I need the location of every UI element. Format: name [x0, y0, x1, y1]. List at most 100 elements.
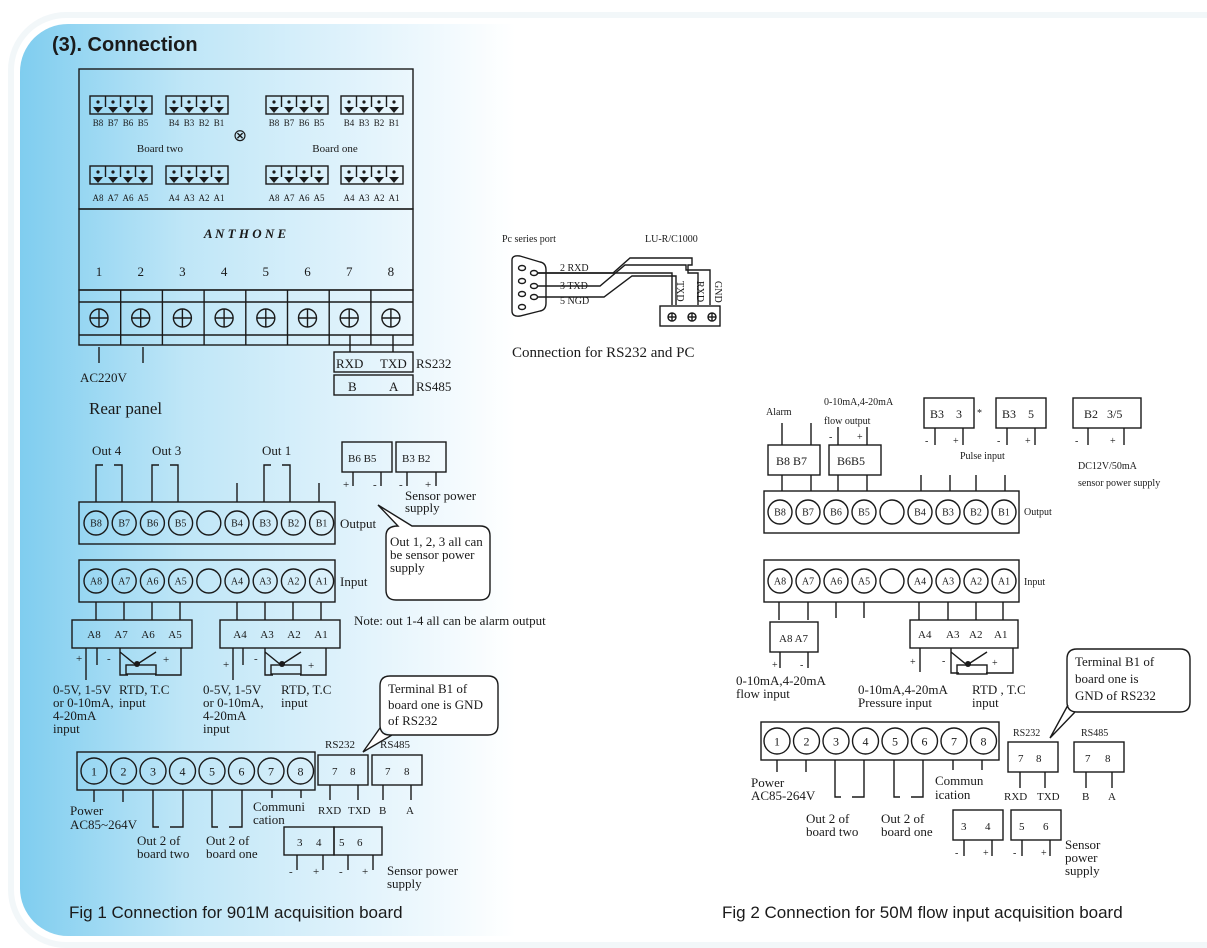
- terminal-A1: A1: [308, 568, 335, 594]
- pin: 8: [1105, 753, 1111, 765]
- terminal-label: A5: [314, 193, 325, 203]
- terminal-label: A6: [146, 577, 158, 588]
- terminal-label: A1: [315, 577, 327, 588]
- terminal-label: B3: [184, 118, 195, 128]
- power-label: AC85~264V: [70, 817, 138, 832]
- sign: -: [289, 866, 293, 878]
- background-panel: [8, 12, 1207, 948]
- terminal-blank: [196, 510, 222, 536]
- analog-label: input: [53, 721, 80, 736]
- device-label: LU-R/C1000: [645, 234, 698, 245]
- wire-txd: 3 TXD: [560, 281, 588, 292]
- terminal-label: A4: [344, 193, 355, 203]
- sign: -: [373, 479, 377, 491]
- out2-two-label: Out 2 of: [806, 811, 850, 826]
- terminal-number: 4: [221, 264, 228, 279]
- sensor-box-b6b5-label: B6 B5: [348, 453, 377, 465]
- rtd-symbol-left: +-+: [76, 648, 182, 680]
- terminal-6: 6: [227, 757, 256, 785]
- terminal-8: 8: [969, 727, 998, 755]
- terminal-label: A2: [374, 193, 385, 203]
- pin: 5: [1019, 821, 1025, 833]
- sign: -: [800, 660, 803, 671]
- db9-pin: [517, 290, 527, 298]
- alarm-note: Note: out 1-4 all can be alarm output: [354, 613, 546, 628]
- terminal-label: A7: [108, 193, 119, 203]
- pin: A1: [994, 629, 1007, 641]
- callout1-line3: supply: [390, 560, 425, 575]
- sign: -: [955, 848, 958, 859]
- pin: 8: [350, 766, 356, 778]
- rs232-box: [333, 351, 414, 373]
- svg-text:+: +: [76, 653, 82, 665]
- alarm-label: Alarm: [766, 407, 792, 418]
- terminal-6: 6: [910, 727, 939, 755]
- db9-pin: [517, 264, 527, 272]
- analog-label: 4-20mA: [203, 708, 247, 723]
- callout-line: GND of RS232: [1075, 688, 1156, 703]
- callout1-line1: Out 1, 2, 3 all can: [390, 534, 483, 549]
- fig1-input-label: Input: [340, 574, 368, 589]
- supply-label: Sensor power: [387, 863, 459, 878]
- callout-terminal-b1: [362, 675, 499, 753]
- rtd-label: RTD, T.C: [119, 682, 169, 697]
- terminal-4: 4: [851, 727, 880, 755]
- pin: 7: [332, 766, 338, 778]
- out2-two-label: board two: [137, 846, 189, 861]
- power-label: AC85-264V: [751, 788, 816, 803]
- svg-text:+: +: [308, 660, 314, 672]
- a8a7-label: A8 A7: [779, 633, 809, 645]
- terminal-B8: B8: [767, 499, 793, 525]
- rtd-label: input: [972, 695, 999, 710]
- terminal-label: B6: [147, 519, 159, 530]
- svg-text:+: +: [992, 658, 998, 669]
- supply-label: supply: [1065, 863, 1100, 878]
- out2-one-label: board one: [881, 824, 933, 839]
- terminal-label: A5: [174, 577, 186, 588]
- out4-label: Out 4: [92, 443, 122, 458]
- signal: RXD: [318, 805, 341, 817]
- terminal-8: 8: [286, 757, 315, 785]
- terminal-label: A7: [118, 577, 130, 588]
- callout-terminal-b1-fig2: [1049, 648, 1191, 739]
- terminal-label: 6: [922, 734, 928, 748]
- sign: +: [772, 660, 778, 671]
- connector-block: [265, 165, 329, 185]
- power-label: Power: [70, 803, 104, 818]
- screw-terminal-icon: [130, 308, 151, 328]
- terminal-label: A8: [774, 577, 786, 588]
- pulse-label: Pulse input: [960, 451, 1005, 462]
- connector-block: [89, 95, 153, 115]
- screw-terminal-icon: [707, 312, 717, 322]
- terminal-label: B7: [108, 118, 119, 128]
- fig1-power-strip: [76, 751, 316, 791]
- sign: +: [313, 866, 319, 878]
- terminal-A4: A4: [907, 568, 933, 594]
- fig2-power-strip: [760, 721, 1000, 761]
- pin: A2: [969, 629, 982, 641]
- rs485-a: A: [389, 379, 399, 394]
- input-box-label: A5: [168, 629, 182, 641]
- sign: +: [343, 479, 349, 491]
- screw-terminal-icon: [256, 308, 276, 328]
- terminal-number: 8: [388, 264, 395, 279]
- terminal-label: 7: [951, 734, 957, 748]
- screw-terminal-icon: [339, 308, 359, 328]
- terminal-label: B2: [970, 508, 982, 519]
- pc-connection: Pc series port LU-R/C1000 2 RXD 3 TXD 5 …: [502, 234, 723, 361]
- out2-two-label: Out 2 of: [137, 833, 181, 848]
- terminal-label: A2: [287, 577, 299, 588]
- terminal-label: B8: [774, 508, 786, 519]
- terminal-label: B5: [175, 519, 187, 530]
- terminal-label: B7: [284, 118, 295, 128]
- analog-label: input: [203, 721, 230, 736]
- pin: 8: [404, 766, 410, 778]
- terminal-B7: B7: [795, 499, 821, 525]
- supply-box-56: [333, 826, 383, 856]
- rtd-label: RTD, T.C: [281, 682, 331, 697]
- terminal-B1: B1: [308, 510, 335, 536]
- fig2-input-strip: [763, 559, 1020, 603]
- device-pin-txd: TXD: [674, 281, 685, 302]
